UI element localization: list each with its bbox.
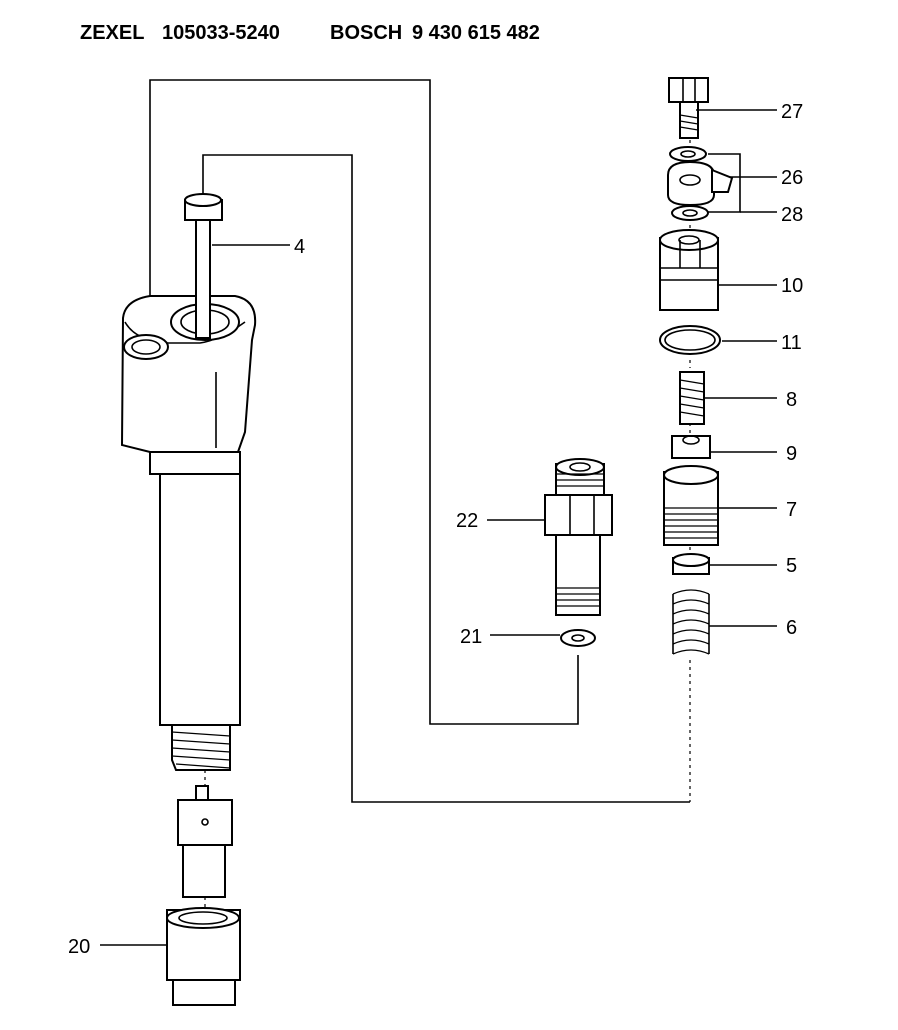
assembly-lines xyxy=(149,79,691,908)
callout-6: 6 xyxy=(786,617,797,639)
part-9-nut xyxy=(671,435,711,459)
callout-5: 5 xyxy=(786,555,797,577)
part-7-housing xyxy=(663,465,719,546)
callout-4: 4 xyxy=(294,236,305,258)
part-22-adapter xyxy=(544,458,613,616)
callout-10: 10 xyxy=(781,275,803,297)
part-6-spring xyxy=(672,589,710,655)
callout-21: 21 xyxy=(460,626,482,648)
part-10-cap-nut xyxy=(659,229,719,311)
callout-26: 26 xyxy=(781,167,803,189)
part-20-nozzle-and-nut xyxy=(166,785,241,1006)
part-26-upper-washer xyxy=(669,146,707,162)
part-8-spring-seat xyxy=(679,371,705,425)
callout-20: 20 xyxy=(68,936,90,958)
part-28-lower-washer xyxy=(671,205,709,221)
zexel-part-number: 105033-5240 xyxy=(162,22,280,44)
part-4-push-rod xyxy=(184,193,223,339)
injector-body xyxy=(120,295,257,771)
callout-28: 28 xyxy=(781,204,803,226)
bosch-part-number: 9 430 615 482 xyxy=(412,22,540,44)
callout-labels: 4 27 26 28 10 11 8 9 7 5 6 22 21 20 xyxy=(68,101,803,958)
part-11-o-ring xyxy=(659,325,721,355)
callout-11: 11 xyxy=(781,332,802,354)
callout-8: 8 xyxy=(786,389,797,411)
part-26-banjo xyxy=(667,160,734,207)
callout-7: 7 xyxy=(786,499,797,521)
callout-9: 9 xyxy=(786,443,797,465)
callout-22: 22 xyxy=(456,510,478,532)
callout-27: 27 xyxy=(781,101,803,123)
brand-bosch: BOSCH xyxy=(330,22,402,44)
part-27-bolt xyxy=(668,77,709,139)
part-21-washer xyxy=(560,629,596,647)
leader-lines xyxy=(100,109,777,946)
header: ZEXEL 105033-5240 BOSCH 9 430 615 482 xyxy=(80,22,540,44)
brand-zexel: ZEXEL xyxy=(80,22,144,44)
part-5-spacer xyxy=(672,553,710,575)
